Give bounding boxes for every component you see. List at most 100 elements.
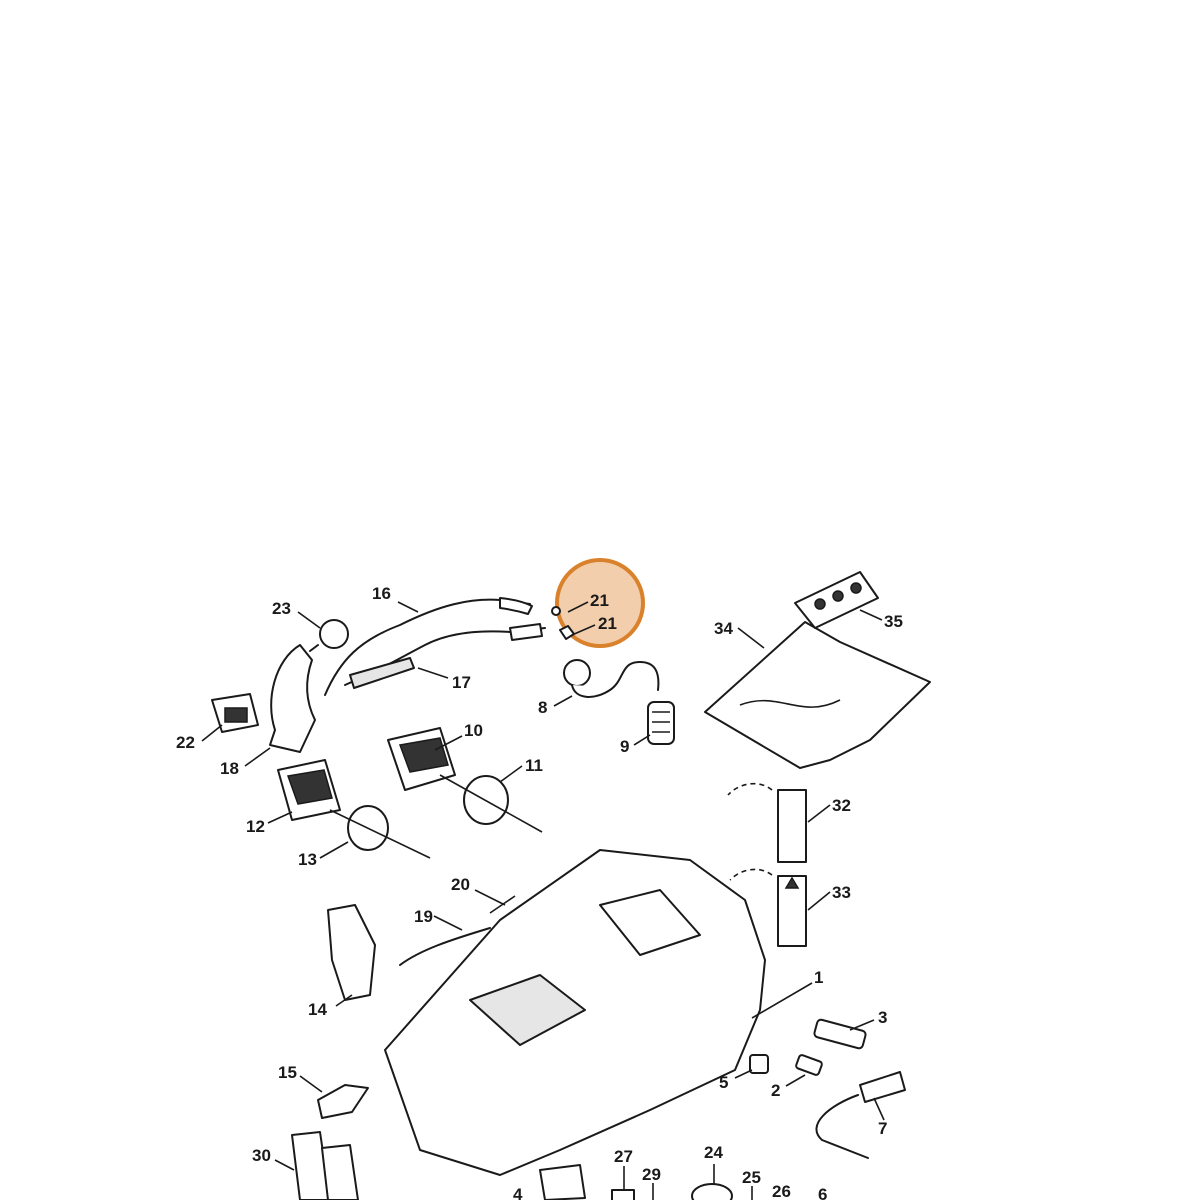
pickup-8-cap xyxy=(563,659,591,687)
cover-34 xyxy=(704,621,931,769)
leader-7 xyxy=(873,1097,885,1121)
callout-12: 12 xyxy=(246,817,265,836)
screw-2 xyxy=(795,1054,823,1076)
pump-12-detail xyxy=(286,769,333,805)
callout-19: 19 xyxy=(414,907,433,926)
leader-1 xyxy=(751,982,813,1019)
bracket-18 xyxy=(269,644,316,753)
leader-11 xyxy=(499,765,523,783)
plate-30-b xyxy=(321,1144,359,1200)
callout-22: 22 xyxy=(176,733,195,752)
callout-17: 17 xyxy=(452,673,471,692)
shaft-11 xyxy=(439,774,543,833)
arrow-32 xyxy=(727,782,773,796)
leader-5 xyxy=(734,1069,753,1079)
callout-23: 23 xyxy=(272,599,291,618)
plate-30-a xyxy=(291,1131,331,1200)
housing-1-recess xyxy=(469,974,586,1046)
label-33-warning-icon xyxy=(784,876,800,889)
callout-6: 6 xyxy=(818,1185,827,1200)
callout-11: 11 xyxy=(525,756,543,775)
callout-4: 4 xyxy=(513,1185,523,1200)
callout-21-upper: 21 xyxy=(590,591,609,610)
callout-25: 25 xyxy=(742,1168,761,1187)
leader-12 xyxy=(267,811,293,824)
shaft-13 xyxy=(329,809,431,859)
leader-23 xyxy=(297,611,321,629)
hose-17-spring xyxy=(349,657,415,689)
callout-32: 32 xyxy=(832,796,851,815)
callout-26: 26 xyxy=(772,1182,791,1200)
hose-19 xyxy=(399,927,491,966)
label-35-symbol-3 xyxy=(850,582,862,594)
adjuster-7-head xyxy=(859,1071,906,1103)
callout-1: 1 xyxy=(814,968,823,987)
callout-15: 15 xyxy=(278,1063,297,1082)
callout-2: 2 xyxy=(771,1081,780,1100)
leader-30 xyxy=(274,1159,295,1171)
leader-9 xyxy=(633,734,651,746)
leader-16 xyxy=(397,601,419,613)
leader-21b xyxy=(571,624,596,636)
housing-1-insert xyxy=(599,889,701,956)
leader-17 xyxy=(417,667,449,679)
part-4 xyxy=(539,1164,586,1200)
leader-2 xyxy=(785,1074,806,1087)
pump-10-detail xyxy=(398,737,449,773)
highlight-marker[interactable] xyxy=(555,558,645,648)
cap-22-detail xyxy=(224,707,248,723)
leader-13 xyxy=(319,841,349,859)
connector-21-upper xyxy=(551,606,561,616)
leader-3 xyxy=(849,1019,875,1031)
plug-23 xyxy=(319,619,349,649)
callout-20: 20 xyxy=(451,875,470,894)
callout-9: 9 xyxy=(620,737,629,756)
leader-32 xyxy=(807,804,831,823)
leader-35 xyxy=(859,609,883,621)
arrow-33 xyxy=(729,868,773,881)
callout-34: 34 xyxy=(714,619,733,638)
callout-18: 18 xyxy=(220,759,239,778)
callout-33: 33 xyxy=(832,883,851,902)
leader-18 xyxy=(244,747,271,767)
pickup-hose-8 xyxy=(571,661,660,698)
callout-14: 14 xyxy=(308,1000,327,1019)
callout-5: 5 xyxy=(719,1073,728,1092)
callout-3: 3 xyxy=(878,1008,887,1027)
label-35-symbol-2 xyxy=(832,590,844,602)
callout-21-lower: 21 xyxy=(598,614,617,633)
callout-7: 7 xyxy=(878,1119,887,1138)
callout-10: 10 xyxy=(464,721,483,740)
leader-21a xyxy=(567,601,589,613)
adjuster-7-rod xyxy=(815,1094,869,1159)
callout-16: 16 xyxy=(372,584,391,603)
hose-16-end xyxy=(499,597,533,615)
leader-15 xyxy=(299,1075,323,1093)
leader-14 xyxy=(335,994,353,1007)
filter-9-ribs xyxy=(652,711,670,733)
callout-30: 30 xyxy=(252,1146,271,1165)
leader-10 xyxy=(434,735,463,751)
part-27 xyxy=(611,1189,635,1200)
leader-34 xyxy=(737,627,765,649)
callout-35: 35 xyxy=(884,612,903,631)
sleeve-5 xyxy=(749,1054,769,1074)
leader-8 xyxy=(553,695,573,707)
leader-20 xyxy=(474,889,506,906)
cover-34-curve xyxy=(739,699,841,708)
part-24 xyxy=(691,1183,733,1200)
leader-19 xyxy=(433,915,463,931)
leader-22 xyxy=(201,724,223,742)
bracket-15 xyxy=(317,1084,369,1119)
bracket-14 xyxy=(327,904,376,1001)
callout-29: 29 xyxy=(642,1165,661,1184)
label-35-symbol-1 xyxy=(814,598,826,610)
callout-13: 13 xyxy=(298,850,317,869)
callout-24: 24 xyxy=(704,1143,723,1162)
filter-9 xyxy=(647,701,675,745)
callout-27: 27 xyxy=(614,1147,633,1166)
hose-17-end xyxy=(509,623,543,641)
screw-3 xyxy=(813,1018,867,1050)
